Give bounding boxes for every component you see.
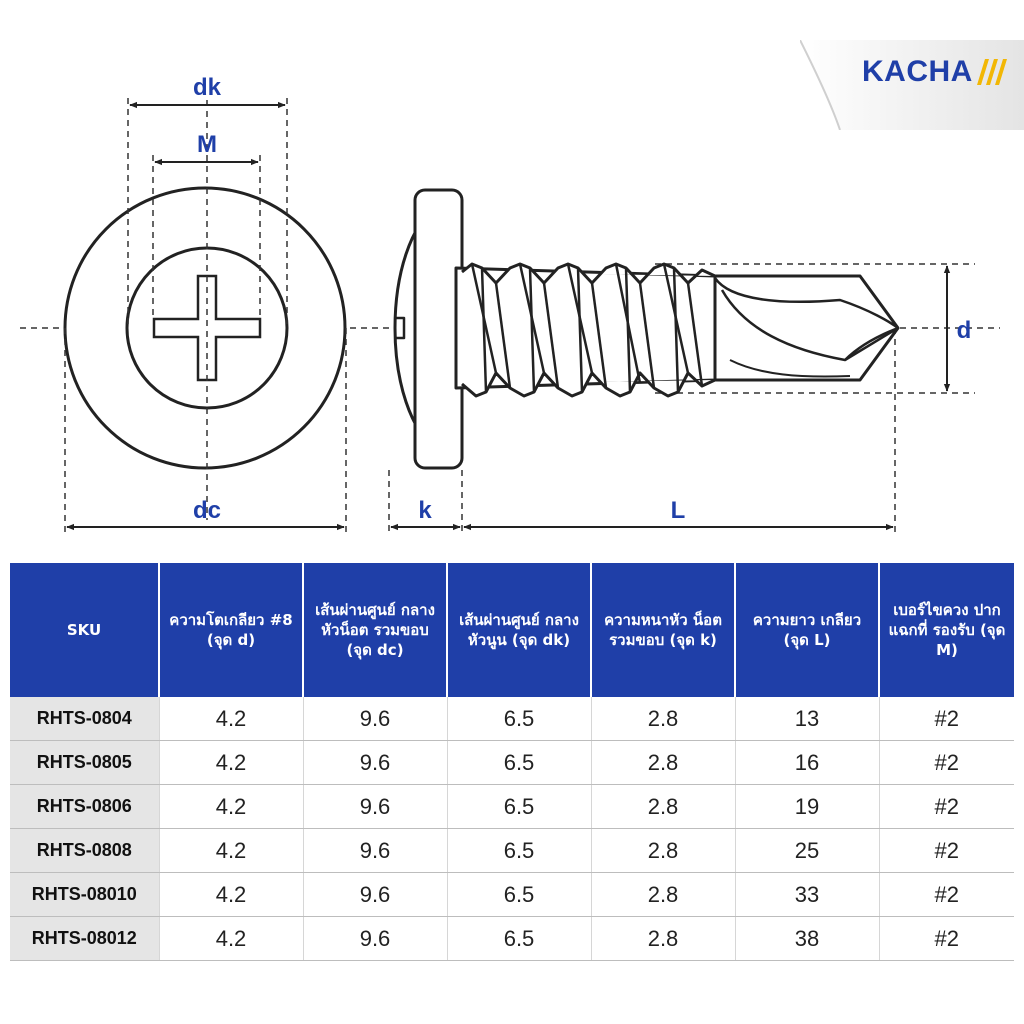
cell-dc: 9.6 [303,872,448,917]
cell-sku: RHTS-08010 [10,872,160,917]
cell-dk: 6.5 [447,828,592,873]
cell-l: 19 [735,784,880,829]
cell-m: #2 [879,872,1014,917]
header-driver-size: เบอร์ไขควง ปากแฉกที่ รองรับ (จุด M) [879,563,1014,697]
cell-sku: RHTS-0804 [10,697,160,741]
cell-d: 4.2 [159,916,304,961]
d-label: d [957,317,972,344]
logo-tab-background [800,40,1024,130]
dk-label: dk [193,74,222,101]
cell-l: 33 [735,872,880,917]
cell-m: #2 [879,697,1014,741]
l-label: L [671,497,686,524]
k-label: k [418,497,432,524]
cell-d: 4.2 [159,740,304,785]
cell-dk: 6.5 [447,784,592,829]
cell-d: 4.2 [159,828,304,873]
cell-dk: 6.5 [447,872,592,917]
cell-sku: RHTS-08012 [10,916,160,961]
phillips-cross-icon [152,274,262,382]
cell-k: 2.8 [591,828,736,873]
cell-dc: 9.6 [303,784,448,829]
header-sku: SKU [10,563,160,697]
cell-k: 2.8 [591,872,736,917]
spec-table: SKU ความโตเกลียว #8 (จุด d) เส้นผ่านศูนย… [10,563,1014,961]
screw-side-view [393,188,900,470]
cell-dc: 9.6 [303,916,448,961]
m-label: M [197,131,217,158]
header-head-diameter-with-flange: เส้นผ่านศูนย์ กลางหัวน็อต รวมขอบ (จุด dc… [303,563,448,697]
cell-l: 13 [735,697,880,741]
brand-logo: KACHA [862,52,1007,92]
header-thread-length: ความยาว เกลียว (จุด L) [735,563,880,697]
brand-stripes-icon [976,59,1007,85]
table-row: RHTS-0806 4.2 9.6 6.5 2.8 19 #2 [10,784,1014,829]
header-thread-size: ความโตเกลียว #8 (จุด d) [159,563,304,697]
table-row: RHTS-08010 4.2 9.6 6.5 2.8 33 #2 [10,872,1014,917]
brand-logo-text: KACHA [862,55,973,88]
cell-m: #2 [879,828,1014,873]
cell-m: #2 [879,784,1014,829]
screw-technical-drawing: dk M dc k L d [20,74,1000,532]
cell-sku: RHTS-0808 [10,828,160,873]
cell-dc: 9.6 [303,697,448,741]
cell-sku: RHTS-0806 [10,784,160,829]
cell-l: 38 [735,916,880,961]
cell-dk: 6.5 [447,740,592,785]
table-row: RHTS-0805 4.2 9.6 6.5 2.8 16 #2 [10,740,1014,785]
screw-head-front-view [63,100,347,520]
table-row: RHTS-0808 4.2 9.6 6.5 2.8 25 #2 [10,828,1014,873]
table-row: RHTS-0804 4.2 9.6 6.5 2.8 13 #2 [10,697,1014,741]
cell-k: 2.8 [591,697,736,741]
cell-d: 4.2 [159,697,304,741]
table-row: RHTS-08012 4.2 9.6 6.5 2.8 38 #2 [10,916,1014,961]
cell-k: 2.8 [591,740,736,785]
header-head-thickness: ความหนาหัว น็อตรวมขอบ (จุด k) [591,563,736,697]
cell-l: 16 [735,740,880,785]
cell-d: 4.2 [159,784,304,829]
cell-d: 4.2 [159,872,304,917]
cell-dk: 6.5 [447,697,592,741]
cell-dc: 9.6 [303,828,448,873]
cell-m: #2 [879,740,1014,785]
cell-l: 25 [735,828,880,873]
dc-label: dc [193,497,221,524]
cell-dc: 9.6 [303,740,448,785]
table-header-row: SKU ความโตเกลียว #8 (จุด d) เส้นผ่านศูนย… [10,563,1014,697]
cell-dk: 6.5 [447,916,592,961]
cell-m: #2 [879,916,1014,961]
cell-k: 2.8 [591,916,736,961]
header-dome-diameter: เส้นผ่านศูนย์ กลางหัวนูน (จุด dk) [447,563,592,697]
cell-sku: RHTS-0805 [10,740,160,785]
cell-k: 2.8 [591,784,736,829]
